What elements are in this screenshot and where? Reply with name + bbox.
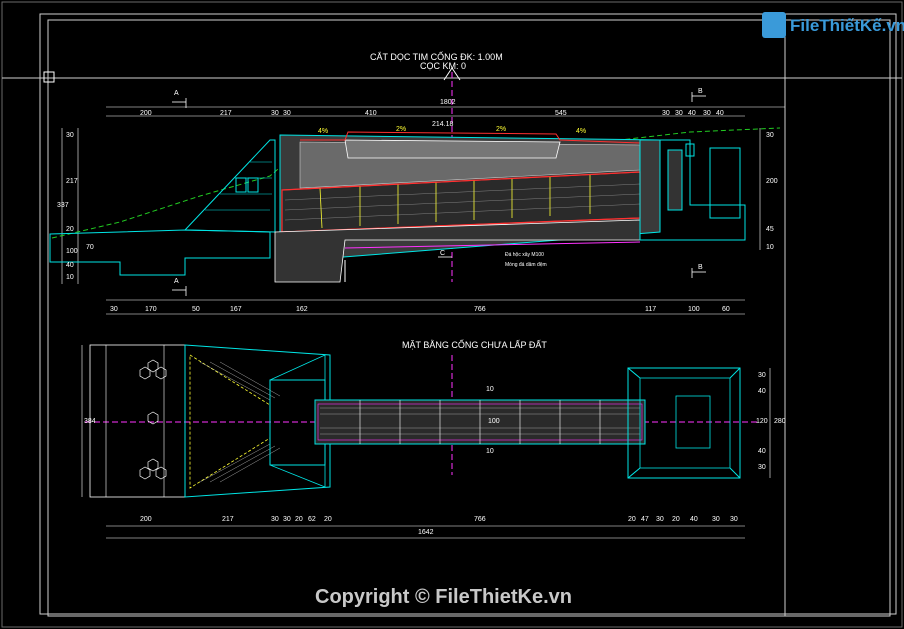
- plan-bottom-dim-2: 217: [222, 516, 234, 523]
- natural-ground-line: [51, 127, 781, 239]
- top-dim-9: 40: [688, 110, 696, 117]
- inlet-structure: [49, 139, 276, 276]
- left-dim-8: 10: [66, 274, 74, 281]
- bottom-dim-2: 170: [145, 306, 157, 313]
- plan-bottom-dim-12: 20: [672, 516, 680, 523]
- plan-bottom-dim-15: 30: [730, 516, 738, 523]
- total-top-dim: 1802: [440, 99, 456, 106]
- bottom-dim-5: 162: [296, 306, 308, 313]
- plan-bottom-dim-9: 20: [628, 516, 636, 523]
- right-dim-4: 10: [766, 244, 774, 251]
- plan-right-dim-1: 30: [758, 372, 766, 379]
- section-title: CẮT DỌC TIM CỐNG ĐK: 1.00M: [370, 52, 503, 62]
- plan-title: MẶT BẰNG CỐNG CHƯA LẤP ĐẤT: [402, 340, 547, 350]
- right-dim-3: 45: [766, 226, 774, 233]
- top-dim-4: 30: [283, 110, 291, 117]
- marker-a-top: A: [174, 90, 179, 97]
- top-dim-2: 217: [220, 110, 232, 117]
- right-dim-1: 30: [766, 132, 774, 139]
- slope-2: 2%: [396, 126, 407, 133]
- bottom-dim-9: 60: [722, 306, 730, 313]
- plan-total-dim: 1642: [418, 529, 434, 536]
- top-dim-10: 30: [703, 110, 711, 117]
- note-1: Đá hộc xây M100: [505, 252, 544, 258]
- marker-b-top: B: [698, 88, 703, 95]
- elevation-label: 214.18: [432, 121, 454, 128]
- plan-right-dim-2: 40: [758, 388, 766, 395]
- top-dim-7: 30: [662, 110, 670, 117]
- bottom-dim-7: 117: [645, 306, 657, 313]
- note-2: Móng đá dăm đệm: [505, 262, 547, 268]
- left-dim-5: 70: [86, 244, 94, 251]
- plan-right-dim-3: 120: [756, 418, 768, 425]
- plan-bottom-dim-5: 20: [295, 516, 303, 523]
- top-dim-1: 200: [140, 110, 152, 117]
- outlet-structure: [639, 139, 746, 241]
- bottom-dim-6: 766: [474, 306, 486, 313]
- plan-dimension-lines: [81, 345, 771, 539]
- plan-right-dim-5: 30: [758, 464, 766, 471]
- top-dim-8: 30: [675, 110, 683, 117]
- plan-mid-dim-3: 100: [488, 418, 500, 425]
- section-markers: [172, 92, 706, 296]
- plan-bottom-dim-14: 30: [712, 516, 720, 523]
- left-dim-1: 30: [66, 132, 74, 139]
- slope-1: 4%: [318, 128, 329, 135]
- plan-bottom-dim-3: 30: [271, 516, 279, 523]
- bottom-dim-1: 30: [110, 306, 118, 313]
- right-dim-2: 200: [766, 178, 778, 185]
- plan-right-dim-4: 40: [758, 448, 766, 455]
- slope-3: 2%: [496, 126, 507, 133]
- marker-b-bottom: B: [698, 264, 703, 271]
- plan-bottom-dim-4: 30: [283, 516, 291, 523]
- bottom-dim-8: 100: [688, 306, 700, 313]
- plan-mid-dim-1: 10: [486, 386, 494, 393]
- marker-a-bottom: A: [174, 278, 179, 285]
- plan-right-dim-6: 280: [774, 418, 786, 425]
- plan-bottom-dim-6: 62: [308, 516, 316, 523]
- plan-bottom-dim-8: 766: [474, 516, 486, 523]
- copyright-watermark: Copyright © FileThietKe.vn: [315, 586, 572, 608]
- plan-bottom-dim-7: 20: [324, 516, 332, 523]
- marker-c: C: [440, 250, 446, 257]
- left-dim-2: 217: [66, 178, 78, 185]
- plan-bottom-dim-10: 47: [641, 516, 649, 523]
- plan-left-dim: 384: [84, 418, 96, 425]
- plan-mid-dim-2: 10: [486, 448, 494, 455]
- logo-text: FileThiếtKế.vn: [790, 16, 904, 35]
- section-dimension-lines: [61, 106, 785, 315]
- left-dim-6: 100: [66, 248, 78, 255]
- left-dim-3: 337: [57, 202, 69, 209]
- left-dim-7: 40: [66, 262, 74, 269]
- plan-bottom-dim-11: 30: [656, 516, 664, 523]
- bottom-dim-4: 167: [230, 306, 242, 313]
- plan-bottom-dim-13: 40: [690, 516, 698, 523]
- slope-4: 4%: [576, 128, 587, 135]
- bottom-dim-3: 50: [192, 306, 200, 313]
- site-logo: FileThiếtKế.vn: [762, 12, 904, 42]
- plan-bottom-dim-1: 200: [140, 516, 152, 523]
- section-subtitle: CỌC KM: 0: [420, 61, 467, 71]
- top-dim-11: 40: [716, 110, 724, 117]
- top-dim-3: 30: [271, 110, 279, 117]
- left-dim-4: 20: [66, 226, 74, 233]
- top-dim-6: 545: [555, 110, 567, 117]
- top-dim-5: 410: [365, 110, 377, 117]
- logo-icon: [762, 12, 786, 38]
- plan-view: [89, 344, 741, 498]
